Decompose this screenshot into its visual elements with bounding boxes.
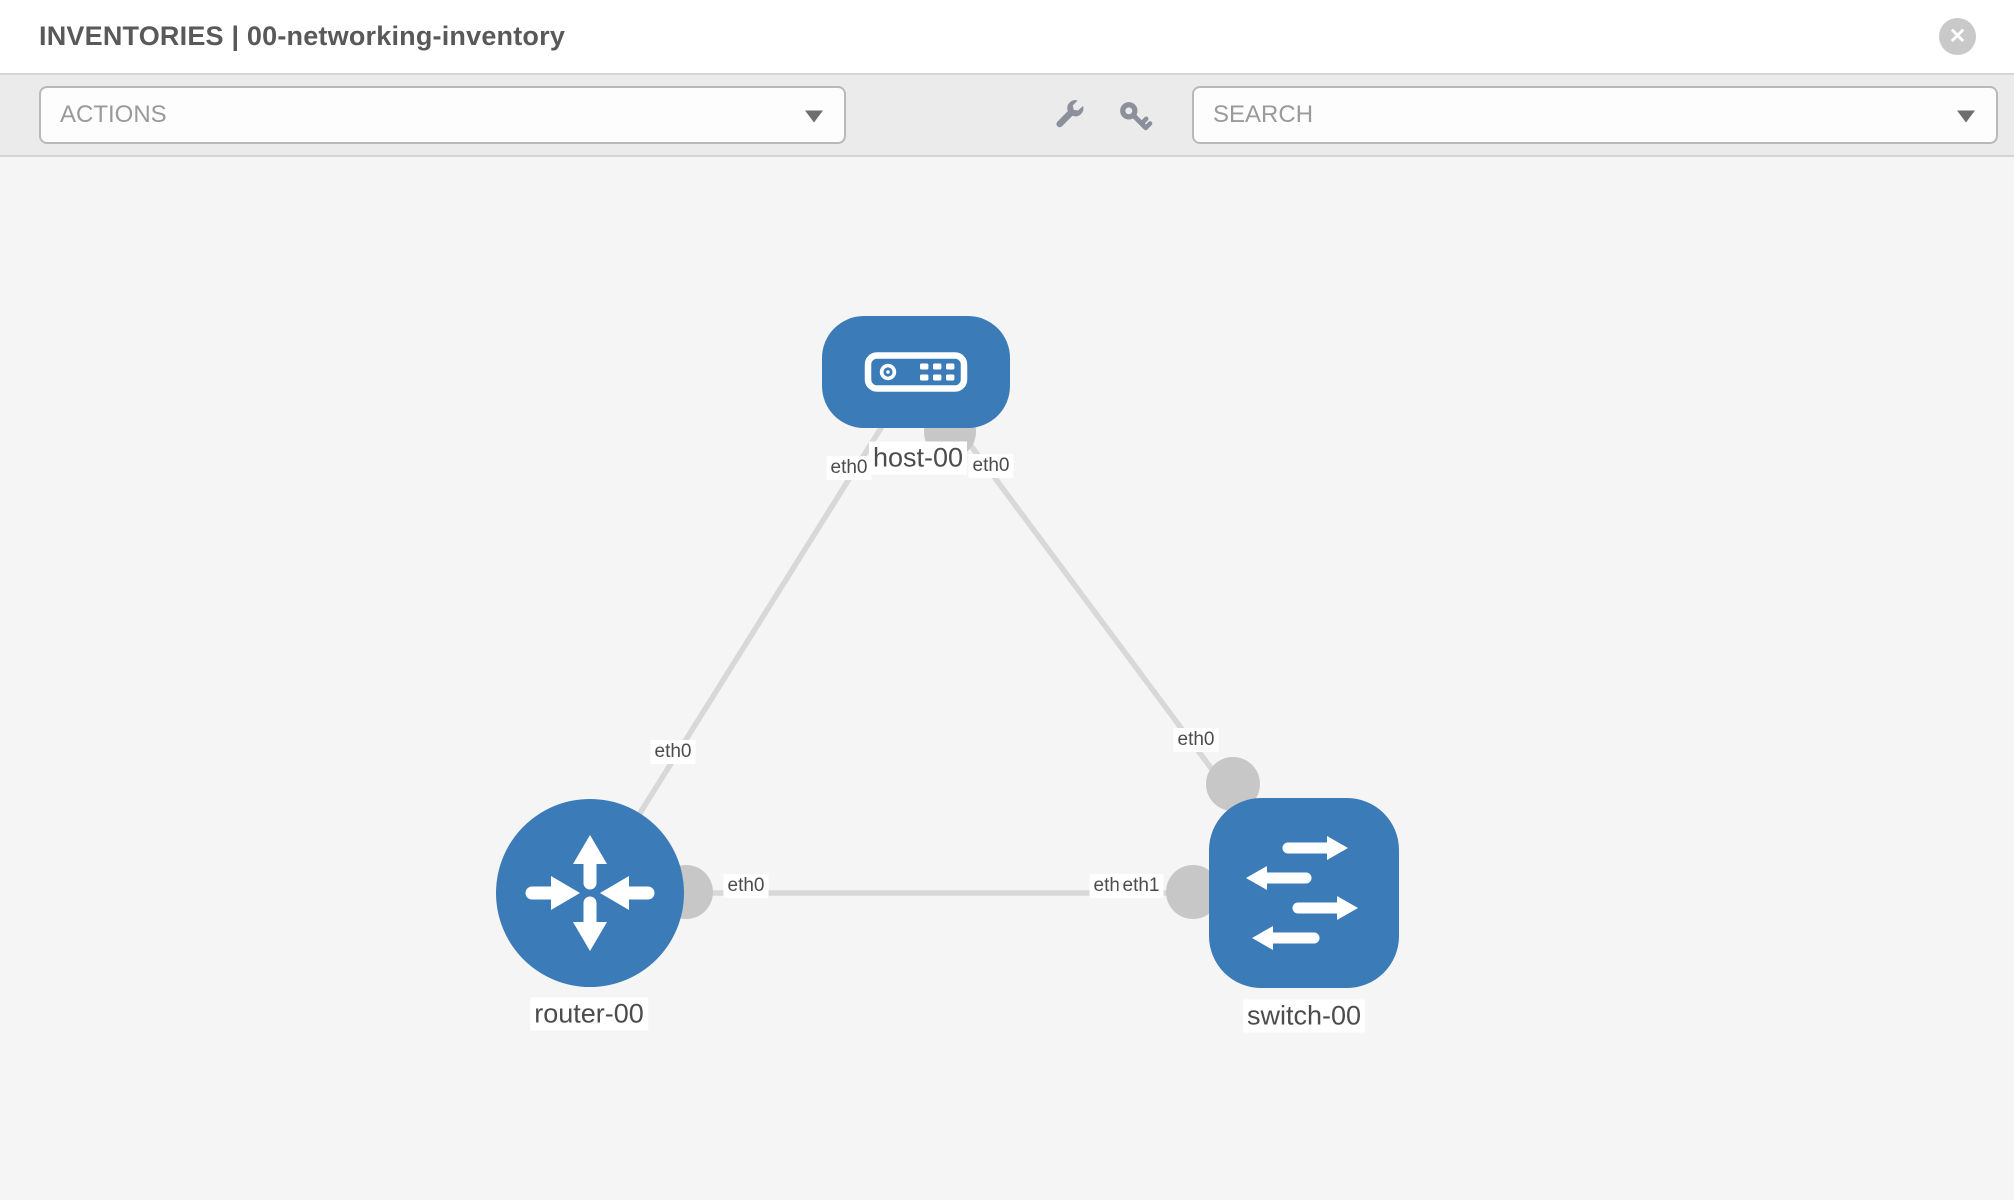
node-label-switch: switch-00	[1242, 999, 1366, 1033]
node-switch-00[interactable]	[1209, 798, 1399, 988]
port-label-router-eth0-link: eth0	[723, 874, 769, 898]
node-label-host: host-00	[868, 441, 968, 475]
port-label-router-eth0-up: eth0	[650, 740, 696, 764]
port-label-switch-eth0-up: eth0	[1173, 728, 1219, 752]
wrench-icon[interactable]	[1052, 99, 1088, 135]
node-host-00[interactable]	[822, 316, 1010, 428]
actions-dropdown-label: ACTIONS	[60, 101, 167, 128]
topology-canvas[interactable]: host-00 router-00 switch-00 eth0 eth0 et…	[0, 157, 2014, 1200]
topology-graph	[496, 316, 1399, 988]
toolbar: ACTIONS SEARCH	[0, 75, 2014, 157]
chevron-down-icon	[1957, 110, 1975, 123]
connector-switch-topleft	[1206, 757, 1260, 811]
port-label-host-eth0-left: eth0	[826, 456, 872, 480]
connector-switch-left	[1166, 865, 1220, 919]
key-icon[interactable]	[1117, 99, 1153, 135]
interface-connectors	[659, 406, 1260, 919]
router-icon	[525, 835, 655, 951]
page-title: INVENTORIES | 00-networking-inventory	[39, 21, 566, 51]
chevron-down-icon	[805, 110, 823, 123]
node-label-router: router-00	[530, 997, 648, 1031]
port-label-host-eth0-right: eth0	[968, 454, 1014, 478]
search-dropdown-label: SEARCH	[1213, 101, 1314, 128]
search-dropdown[interactable]: SEARCH	[1192, 86, 1998, 144]
close-icon[interactable]: ✕	[1939, 18, 1976, 55]
actions-dropdown[interactable]: ACTIONS	[39, 86, 846, 144]
modal-header: INVENTORIES | 00-networking-inventory ✕	[0, 0, 2014, 75]
switch-icon	[1246, 836, 1358, 950]
node-router-00[interactable]	[496, 799, 684, 987]
port-label-switch-eth1-link: eth1	[1118, 874, 1164, 898]
host-icon	[864, 352, 968, 392]
